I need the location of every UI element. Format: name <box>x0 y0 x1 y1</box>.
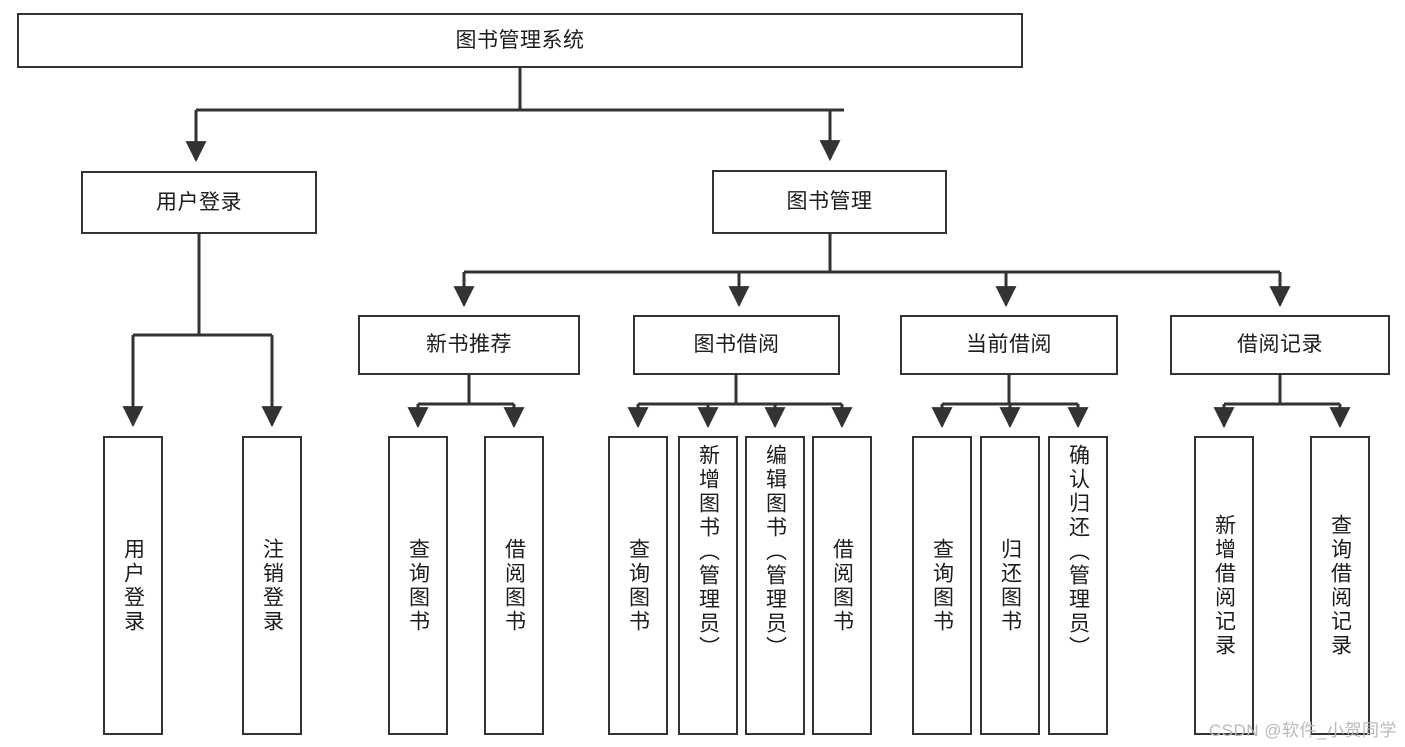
leaf-confirm-return-admin-label: 确认归还（管理员） <box>1066 444 1090 660</box>
watermark: CSDN @软件_小贺同学 <box>1208 721 1397 740</box>
leaf-borrow-book[interactable]: 借阅图书 <box>812 436 872 735</box>
node-user-login-label: 用户登录 <box>156 190 242 214</box>
node-book-borrow[interactable]: 图书借阅 <box>633 315 840 375</box>
node-current-borrow[interactable]: 当前借阅 <box>900 315 1118 375</box>
node-book-management-label: 图书管理 <box>786 190 873 214</box>
leaf-return-book-label: 归还图书 <box>998 537 1022 634</box>
leaf-user-login-label: 用户登录 <box>121 537 145 634</box>
leaf-add-book-admin[interactable]: 新增图书（管理员） <box>678 436 738 735</box>
node-new-book-recommend-label: 新书推荐 <box>426 333 512 357</box>
leaf-borrow-book-newbook-label: 借阅图书 <box>502 537 526 634</box>
leaf-add-book-admin-label: 新增图书（管理员） <box>696 444 720 660</box>
leaf-add-borrow-record[interactable]: 新增借阅记录 <box>1194 436 1254 735</box>
node-new-book-recommend[interactable]: 新书推荐 <box>358 315 580 375</box>
leaf-borrow-book-newbook[interactable]: 借阅图书 <box>484 436 544 735</box>
leaf-query-book-borrow[interactable]: 查询图书 <box>608 436 668 735</box>
leaf-return-book[interactable]: 归还图书 <box>980 436 1040 735</box>
node-root-label: 图书管理系统 <box>455 28 585 52</box>
node-user-login[interactable]: 用户登录 <box>81 171 317 234</box>
leaf-query-book-current[interactable]: 查询图书 <box>912 436 972 735</box>
leaf-borrow-book-label: 借阅图书 <box>830 537 854 634</box>
node-current-borrow-label: 当前借阅 <box>966 333 1052 357</box>
leaf-confirm-return-admin[interactable]: 确认归还（管理员） <box>1048 436 1108 735</box>
node-book-borrow-label: 图书借阅 <box>693 333 780 357</box>
leaf-query-book-newbook[interactable]: 查询图书 <box>388 436 448 735</box>
leaf-query-book-borrow-label: 查询图书 <box>626 537 650 634</box>
leaf-query-book-current-label: 查询图书 <box>930 537 954 634</box>
leaf-user-login[interactable]: 用户登录 <box>103 436 163 735</box>
leaf-query-borrow-record-label: 查询借阅记录 <box>1328 513 1352 658</box>
leaf-query-book-newbook-label: 查询图书 <box>406 537 430 634</box>
leaf-add-borrow-record-label: 新增借阅记录 <box>1212 513 1236 658</box>
leaf-logout[interactable]: 注销登录 <box>242 436 302 735</box>
node-root[interactable]: 图书管理系统 <box>17 13 1023 68</box>
node-borrow-record[interactable]: 借阅记录 <box>1170 315 1390 375</box>
node-book-management[interactable]: 图书管理 <box>712 170 947 234</box>
leaf-edit-book-admin-label: 编辑图书（管理员） <box>763 444 787 660</box>
leaf-logout-label: 注销登录 <box>260 537 284 634</box>
node-borrow-record-label: 借阅记录 <box>1237 333 1323 357</box>
leaf-edit-book-admin[interactable]: 编辑图书（管理员） <box>745 436 805 735</box>
leaf-query-borrow-record[interactable]: 查询借阅记录 <box>1310 436 1370 735</box>
